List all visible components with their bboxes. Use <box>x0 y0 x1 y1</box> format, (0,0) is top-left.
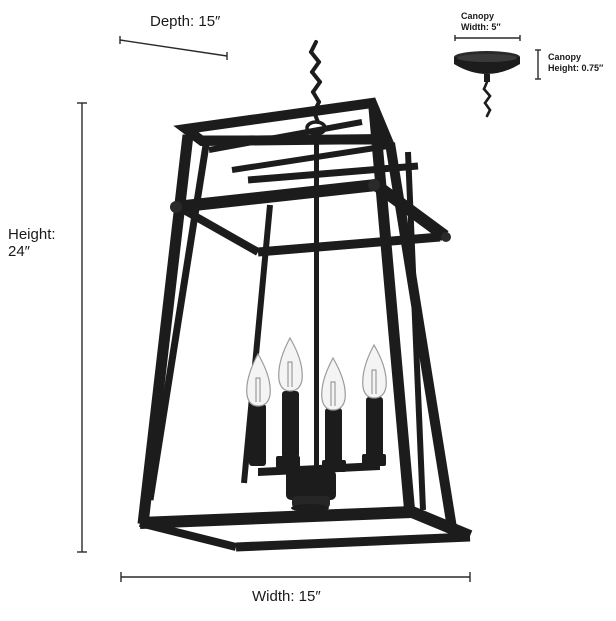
bulb <box>278 336 303 392</box>
canopy-height-label: Canopy <box>548 52 582 62</box>
depth-line <box>119 39 228 57</box>
canopy-width-label: Canopy <box>461 11 495 21</box>
depth-label: Depth: 15″ <box>150 13 221 30</box>
candle-sleeve <box>249 404 266 466</box>
canopy-width-value: Width: 5″ <box>461 22 501 32</box>
dimension-lines <box>77 35 541 582</box>
canopy-icon <box>454 51 520 118</box>
bulb <box>246 352 271 407</box>
candle-sleeve <box>282 391 299 458</box>
height-label: Height: <box>8 226 56 243</box>
height-value: 24″ <box>8 243 30 260</box>
frame-studs <box>170 179 451 242</box>
candle-sleeve <box>366 397 383 458</box>
candle-sleeve <box>325 408 342 464</box>
width-label: Width: 15″ <box>252 588 321 605</box>
canopy-height-value: Height: 0.75″ <box>548 63 604 73</box>
lantern-frame <box>137 97 473 552</box>
bulb <box>321 356 346 411</box>
candle-cluster <box>246 336 387 512</box>
center-stem <box>314 134 319 494</box>
bulb <box>362 343 387 399</box>
